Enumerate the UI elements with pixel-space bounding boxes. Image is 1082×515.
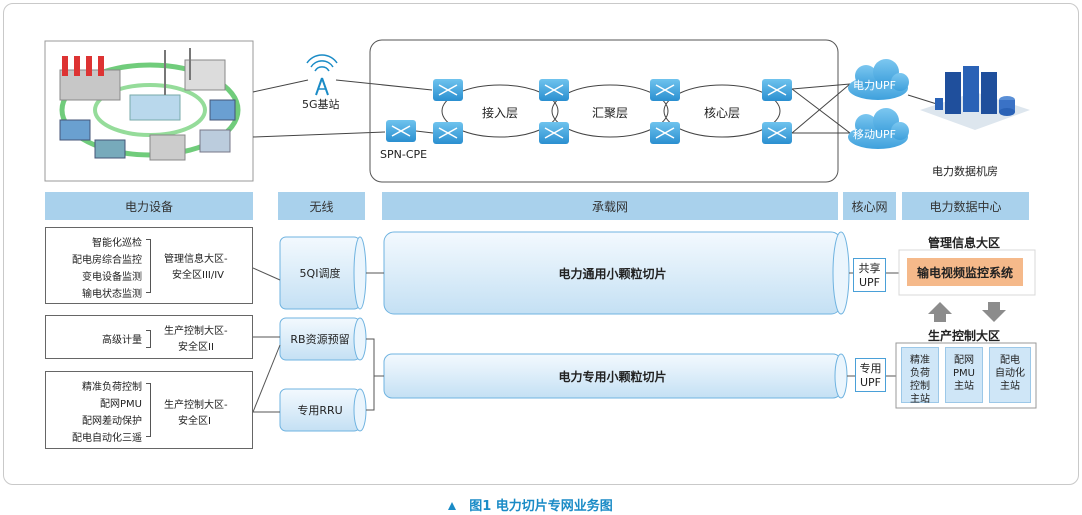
- dedicated-upf-line2: UPF: [859, 376, 881, 389]
- upf-power-label: 电力UPF: [853, 79, 897, 92]
- group-item: 变电设备监测: [82, 272, 142, 283]
- shared-upf-line1: 共享: [858, 262, 881, 275]
- equipment-group-mgmt: 智能化巡检 配电房综合监控 变电设备监测 输电状态监测 管理信息大区- 安全区I…: [45, 227, 253, 304]
- group-zone-line2: 安全区I: [178, 416, 211, 427]
- station-line: 负荷: [910, 368, 930, 379]
- group-item: 配网PMU: [100, 399, 142, 410]
- dedicated-upf-line1: 专用: [859, 362, 882, 375]
- group-zone-line1: 生产控制大区-: [164, 326, 228, 337]
- aggregation-layer-label: 汇聚层: [592, 106, 629, 120]
- cloud-icon-power-upf: [848, 59, 909, 100]
- equipment-group-zone2: 高级计量 生产控制大区- 安全区II: [45, 315, 253, 359]
- mgmt-zone-title: 管理信息大区: [928, 236, 1001, 250]
- core-layer-label: 核心层: [704, 106, 741, 120]
- header-equipment: 电力设备: [45, 192, 253, 220]
- group-zone-line1: 管理信息大区-: [164, 254, 228, 265]
- cylinder-rru: [279, 388, 367, 432]
- group-bracket: [146, 383, 151, 437]
- station-pmu: 配网 PMU 主站: [945, 347, 983, 403]
- group-item: 配网差动保护: [82, 416, 142, 427]
- wireless-rru-label: 专用RRU: [297, 404, 343, 417]
- group-bracket: [146, 239, 151, 293]
- prod-zone-title: 生产控制大区: [928, 329, 1001, 343]
- station-line: 配网: [954, 355, 974, 366]
- caption-triangle-icon: [448, 502, 456, 510]
- power-equipment-illustration: [44, 40, 254, 182]
- station-line: 主站: [1000, 381, 1020, 392]
- station-line: 主站: [954, 381, 974, 392]
- shared-upf-line2: UPF: [858, 276, 880, 289]
- access-layer-label: 接入层: [482, 106, 519, 120]
- cylinder-5qi: [279, 236, 367, 310]
- station-line: 精准: [910, 355, 930, 366]
- datacenter-server-icon: [920, 66, 1030, 130]
- group-zone-line2: 安全区III/IV: [172, 270, 225, 281]
- dedicated-upf-box: 专用 UPF: [855, 358, 886, 392]
- cylinder-rb: [279, 317, 367, 361]
- header-datacenter: 电力数据中心: [902, 192, 1029, 220]
- group-bracket: [146, 330, 151, 348]
- upf-mobile-label: 移动UPF: [853, 128, 897, 141]
- group-item: 精准负荷控制: [82, 382, 142, 393]
- wireless-rb-label: RB资源预留: [290, 333, 350, 346]
- base-station-label: 5G基站: [302, 98, 340, 111]
- station-line: 配电: [1000, 355, 1020, 366]
- station-line: 控制: [910, 381, 930, 392]
- equipment-group-zone1: 精准负荷控制 配网PMU 配网差动保护 配电自动化三遥 生产控制大区- 安全区I: [45, 371, 253, 449]
- router-icons: [386, 79, 792, 144]
- station-line: 主站: [910, 394, 930, 405]
- common-slice-label: 电力通用小颗粒切片: [558, 266, 667, 281]
- figure-caption: 图1 电力切片专网业务图: [469, 499, 613, 514]
- header-bearer: 承载网: [382, 192, 838, 220]
- dedicated-slice-label: 电力专用小颗粒切片: [558, 369, 667, 384]
- arrow-up-icon: [928, 302, 952, 322]
- datacenter-label: 电力数据机房: [932, 165, 998, 178]
- group-item: 配电房综合监控: [72, 255, 142, 266]
- header-core: 核心网: [843, 192, 896, 220]
- group-item: 高级计量: [102, 335, 142, 346]
- group-item: 输电状态监测: [82, 289, 142, 300]
- wireless-5qi-label: 5QI调度: [299, 267, 341, 280]
- spn-cpe-label: SPN-CPE: [380, 148, 428, 161]
- arrow-down-icon: [982, 302, 1006, 322]
- station-automation: 配电 自动化 主站: [989, 347, 1031, 403]
- video-monitoring-system: 输电视频监控系统: [907, 258, 1023, 286]
- base-station-icon: [306, 54, 338, 96]
- shared-upf-box: 共享 UPF: [853, 258, 886, 292]
- group-item: 智能化巡检: [92, 238, 142, 249]
- cloud-icon-mobile-upf: [848, 108, 909, 149]
- station-line: 自动化: [995, 368, 1025, 379]
- station-line: PMU: [953, 368, 975, 379]
- header-wireless: 无线: [278, 192, 365, 220]
- group-item: 配电自动化三遥: [72, 433, 142, 444]
- group-zone-line1: 生产控制大区-: [164, 400, 228, 411]
- group-zone-line2: 安全区II: [178, 342, 214, 353]
- station-load-control: 精准 负荷 控制 主站: [901, 347, 939, 405]
